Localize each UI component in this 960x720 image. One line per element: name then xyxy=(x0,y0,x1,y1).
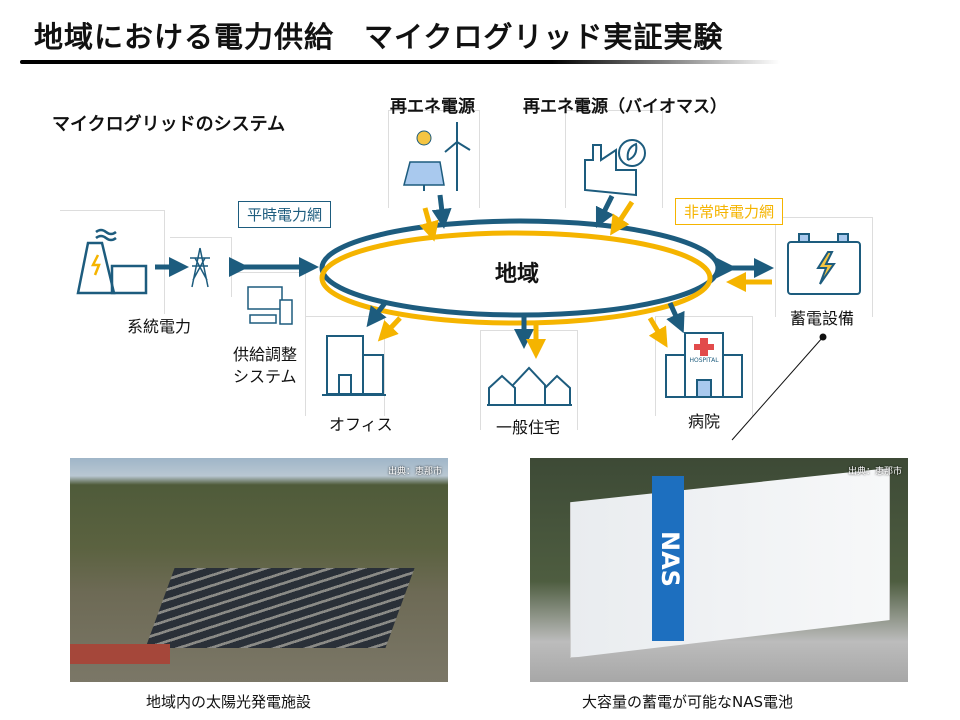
grid-power-frame xyxy=(60,210,165,314)
biomass-frame xyxy=(565,110,663,208)
storage-frame xyxy=(775,217,873,317)
power-plant-icon xyxy=(76,228,148,295)
container-image xyxy=(570,468,890,658)
title-underline xyxy=(20,60,780,64)
supply-control-label-1: 供給調整 xyxy=(233,345,298,364)
emergency-arrows xyxy=(377,200,772,359)
nas-logo: NAS xyxy=(652,476,684,641)
renewable-label: 再エネ電源 xyxy=(390,97,475,117)
battery-icon xyxy=(787,233,861,295)
normal-grid-label: 平時電力網 xyxy=(238,201,332,228)
solar-panels-image xyxy=(145,568,415,648)
callout-line xyxy=(731,336,824,441)
houses-icon xyxy=(487,366,572,406)
storage-label: 蓄電設備 xyxy=(790,309,855,328)
diagram-subtitle: マイクログリッドのシステム xyxy=(52,114,286,135)
nas-battery-photo: NAS 出典：恵那市 xyxy=(530,458,908,682)
housing-label: 一般住宅 xyxy=(496,418,561,437)
renewable-frame xyxy=(388,110,480,208)
emergency-grid-ring xyxy=(319,230,713,326)
solar-wind-icon xyxy=(403,122,471,191)
computer-icon xyxy=(247,286,293,325)
emergency-grid-label: 非常時電力網 xyxy=(675,198,784,225)
photo-credit: 出典：恵那市 xyxy=(847,467,902,477)
roof-image xyxy=(70,644,170,664)
grid-power-label: 系統電力 xyxy=(127,317,192,336)
solar-farm-caption: 地域内の太陽光発電施設 xyxy=(146,693,312,711)
office-label: オフィス xyxy=(329,415,393,434)
transmission-tower-icon xyxy=(190,247,210,288)
supply-control-label-2: システム xyxy=(233,367,297,386)
hospital-frame xyxy=(655,316,753,416)
biomass-plant-icon xyxy=(584,139,646,197)
hospital-sign: HOSPITAL xyxy=(689,357,719,364)
photo-credit: 出典：恵那市 xyxy=(387,467,442,477)
hospital-icon xyxy=(665,332,743,398)
region-label: 地域 xyxy=(495,262,540,287)
normal-arrows xyxy=(155,194,774,349)
office-frame xyxy=(305,316,385,416)
nas-battery-caption: 大容量の蓄電が可能なNAS電池 xyxy=(582,693,794,711)
biomass-label: 再エネ電源（バイオマス） xyxy=(523,97,727,117)
hospital-label: 病院 xyxy=(688,412,721,431)
page-title: 地域における電力供給 マイクログリッド実証実験 xyxy=(34,20,724,54)
office-building-icon xyxy=(322,335,386,396)
solar-farm-photo: 出典：恵那市 xyxy=(70,458,448,682)
